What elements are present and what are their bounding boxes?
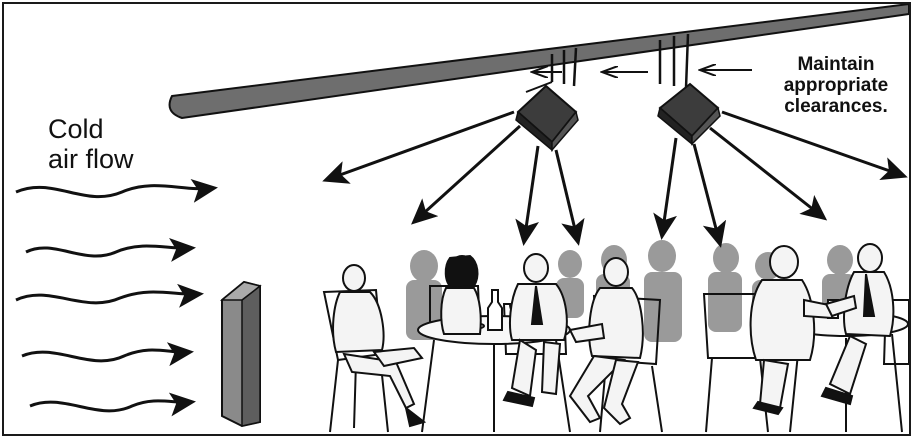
cold-air-line2: air flow: [48, 144, 134, 174]
clearance-label: Maintain appropriate clearances.: [766, 54, 906, 117]
overhead-heater-left-icon: [516, 86, 578, 150]
clearance-line1: Maintain: [766, 54, 906, 75]
floor-panel-heater-icon: [222, 282, 260, 426]
clearance-line3: clearances.: [766, 96, 906, 117]
clearance-line2: appropriate: [766, 75, 906, 96]
cold-air-flow-label: Cold air flow: [48, 114, 134, 174]
clearance-arrows: [534, 70, 752, 72]
cold-air-arrows: [16, 186, 214, 411]
overhead-heater-right-icon: [658, 84, 720, 144]
radiant-heat-arrows: [326, 112, 904, 244]
cold-air-line1: Cold: [48, 114, 134, 144]
table-left: [324, 254, 662, 432]
